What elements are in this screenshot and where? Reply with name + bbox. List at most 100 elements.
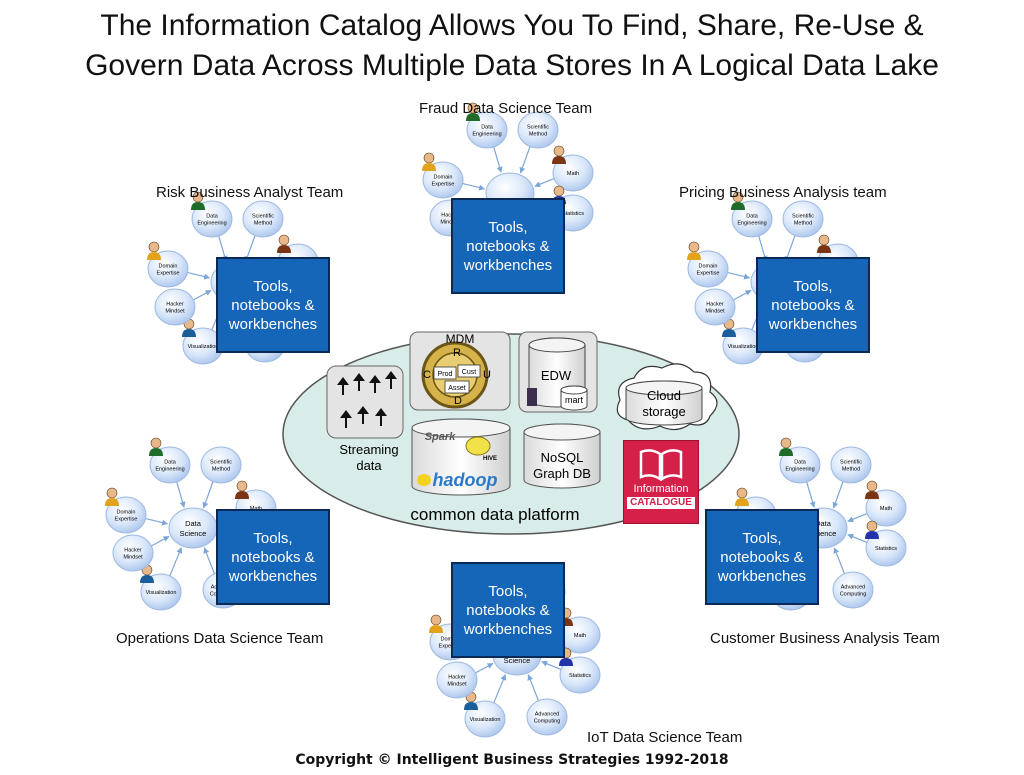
hadoop-elephant-icon [417, 474, 431, 486]
skill-label-scientific-method: Method [254, 221, 272, 227]
person-body-icon [735, 498, 749, 506]
skill-label-visualization: Visualization [470, 717, 501, 723]
hive-icon [465, 436, 491, 456]
skill-label-data-engineering: Engineering [785, 467, 814, 473]
person-body-icon [191, 202, 205, 210]
copyright-notice: Copyright © Intelligent Business Strateg… [295, 752, 729, 768]
mdm-r: R [453, 347, 461, 359]
skill-arrow [202, 479, 215, 509]
skill-arrow [473, 662, 494, 675]
skill-label-scientific-method: Scientific [252, 214, 274, 220]
skill-label-scientific-method: Method [794, 221, 812, 227]
tools-box-customer: Tools,notebooks &workbenches [705, 509, 819, 605]
skill-arrow [731, 289, 752, 302]
cloud-label-2: storage [642, 404, 685, 419]
skill-label-advanced-computing: Advanced [535, 712, 559, 718]
skill-label-data-engineering: Data [794, 460, 807, 466]
skill-label-hacker-mindset: Hacker [166, 302, 184, 308]
skill-label-scientific-method: Scientific [210, 460, 232, 466]
cloud-label-1: Cloud [647, 388, 681, 403]
skill-label-statistics: Statistics [875, 546, 897, 552]
person-head-icon [553, 145, 565, 157]
person-body-icon [429, 625, 443, 633]
edw-server-icon [527, 388, 537, 406]
skill-arrow [185, 271, 211, 280]
skill-label-domain-expertise: Domain [434, 175, 453, 181]
streaming-label-1: Streaming [339, 442, 398, 457]
skill-label-math: Math [880, 506, 892, 512]
skill-label-scientific-method: Method [842, 467, 860, 473]
edw-title: EDW [541, 368, 572, 383]
person-head-icon [866, 480, 878, 492]
person-body-icon [722, 329, 736, 337]
diagram-title: The Information Catalog Allows You To Fi… [0, 6, 1024, 86]
person-head-icon [150, 437, 162, 449]
person-head-icon [736, 487, 748, 499]
person-head-icon [423, 152, 435, 164]
skill-label-domain-expertise: Expertise [432, 182, 455, 188]
person-body-icon [105, 498, 119, 506]
person-head-icon [430, 614, 442, 626]
skill-bubble-scientific-method [200, 446, 242, 484]
person-body-icon [559, 658, 573, 666]
streaming-arrows-icon [337, 371, 397, 428]
skill-label-data-engineering: Engineering [472, 132, 501, 138]
skill-bubble-scientific-method [782, 200, 824, 238]
skill-arrow [143, 517, 169, 526]
book-icon [639, 449, 683, 481]
tools-box-iot: Tools,notebooks &workbenches [451, 562, 565, 658]
person-body-icon [865, 531, 879, 539]
skill-label-visualization: Visualization [188, 344, 219, 350]
skill-label-domain-expertise: Expertise [439, 644, 462, 650]
skill-label-scientific-method: Method [212, 467, 230, 473]
team-label-operations: Operations Data Science Team [116, 630, 324, 647]
skill-label-hacker-mindset: Mindset [165, 309, 185, 315]
mart-label: mart [565, 395, 583, 405]
catalogue-line-2: CATALOGUE [627, 497, 695, 509]
skill-label-hacker-mindset: Hacker [448, 675, 466, 681]
person-body-icon [422, 163, 436, 171]
skill-arrow [833, 547, 846, 576]
skill-arrow [519, 144, 532, 174]
skill-arrow [527, 674, 540, 703]
person-body-icon [149, 448, 163, 456]
team-label-risk: Risk Business Analyst Team [156, 184, 344, 201]
skill-label-domain-expertise: Domain [699, 264, 718, 270]
title-line-1: The Information Catalog Allows You To Fi… [100, 9, 924, 42]
team-label-pricing: Pricing Business Analysis team [679, 184, 887, 201]
skill-label-hacker-mindset: Mindset [705, 309, 725, 315]
skill-label-advanced-computing: Computing [534, 719, 561, 725]
tools-box-fraud: Tools,notebooks &workbenches [451, 198, 565, 294]
skill-label-data-engineering: Engineering [155, 467, 184, 473]
skill-label-domain-expertise: Expertise [697, 271, 720, 277]
mdm-prod: Prod [438, 371, 453, 378]
skill-label-domain-expertise: Domain [441, 637, 460, 643]
skill-label-data-engineering: Engineering [197, 221, 226, 227]
skill-label-data-science: Data [185, 519, 202, 528]
skill-bubble-advanced-computing [526, 698, 568, 736]
person-head-icon [688, 241, 700, 253]
skill-bubble-hacker-mindset [154, 288, 196, 326]
skill-label-scientific-method: Method [529, 132, 547, 138]
skill-label-data-engineering: Data [481, 125, 494, 131]
hadoop-logo: hadoop [433, 470, 498, 490]
skill-bubble-hacker-mindset [112, 534, 154, 572]
team-label-customer: Customer Business Analysis Team [710, 630, 940, 647]
person-head-icon [818, 234, 830, 246]
skill-arrow [847, 512, 870, 523]
person-body-icon [687, 252, 701, 260]
team-label-fraud: Fraud Data Science Team [419, 100, 593, 117]
nosql-label-2: Graph DB [533, 466, 591, 481]
skill-label-data-engineering: Data [746, 214, 759, 220]
skill-arrow [492, 144, 503, 173]
skill-arrow [757, 233, 768, 262]
skill-label-hacker-mindset: Mindset [440, 220, 460, 226]
skill-label-advanced-computing: Advanced [841, 585, 865, 591]
skill-arrow [534, 177, 557, 188]
skill-label-scientific-method: Scientific [527, 125, 549, 131]
skill-arrow [203, 547, 216, 576]
mdm-c: C [423, 369, 431, 381]
skill-label-statistics: Statistics [562, 211, 584, 217]
spark-logo: Spark [425, 431, 456, 443]
mdm-d: D [454, 395, 462, 407]
